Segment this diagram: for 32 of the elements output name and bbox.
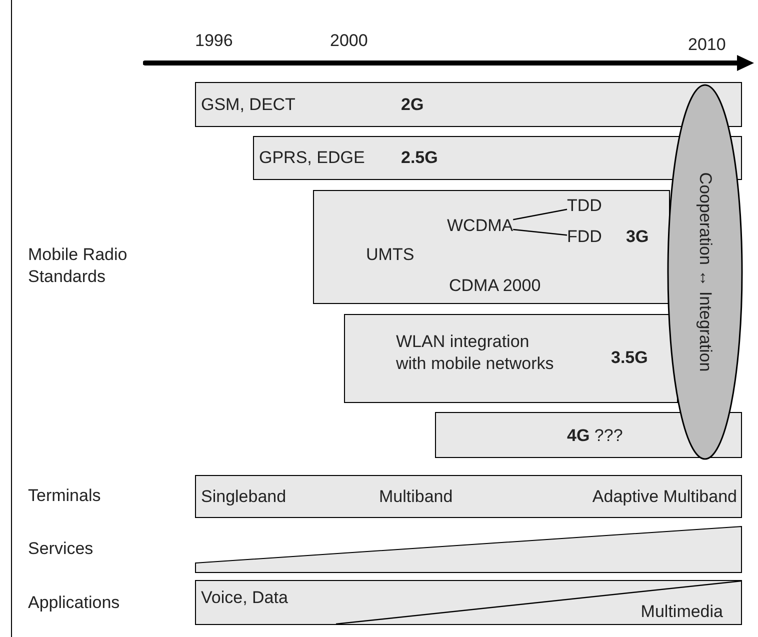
ellipse-label: Cooperation ↔ Integration xyxy=(695,172,716,372)
bar-label: GSM, DECT xyxy=(201,94,296,116)
timeline-bar xyxy=(313,190,670,304)
year-label: 2010 xyxy=(688,34,726,56)
bar-label: Multiband xyxy=(379,486,453,508)
bar-label: 2G xyxy=(401,94,424,116)
standard-label: TDD xyxy=(567,195,602,217)
fork-line xyxy=(512,208,568,220)
bar-label: Singleband xyxy=(201,486,286,508)
timeline-bar xyxy=(195,475,742,518)
bar-label: Multimedia xyxy=(640,601,723,623)
fork-line xyxy=(513,228,568,236)
bar-label: CDMA 2000 xyxy=(449,275,541,297)
bar-label: WLAN integration with mobile networks xyxy=(396,331,555,375)
row-label: Mobile Radio Standards xyxy=(28,244,128,288)
bar-label: UMTS xyxy=(366,244,414,266)
bar-label: 4G ??? xyxy=(567,425,623,447)
bar-label: 3.5G xyxy=(611,347,648,369)
standard-label: WCDMA xyxy=(447,215,514,237)
row-label: Terminals xyxy=(28,485,101,507)
year-label: 1996 xyxy=(195,30,233,52)
bar-label: 3G xyxy=(626,226,649,248)
timeline-bar xyxy=(195,82,742,127)
bar-label: 2.5G xyxy=(401,147,438,169)
row-label: Services xyxy=(28,538,94,560)
bar-label: GPRS, EDGE xyxy=(259,147,365,169)
bar-label: Voice, Data xyxy=(201,587,288,609)
row-label: Applications xyxy=(28,592,120,614)
bar-label: Adaptive Multiband xyxy=(592,486,737,508)
timeline-bar xyxy=(344,314,678,403)
standard-label: FDD xyxy=(567,226,602,248)
year-label: 2000 xyxy=(330,30,368,52)
